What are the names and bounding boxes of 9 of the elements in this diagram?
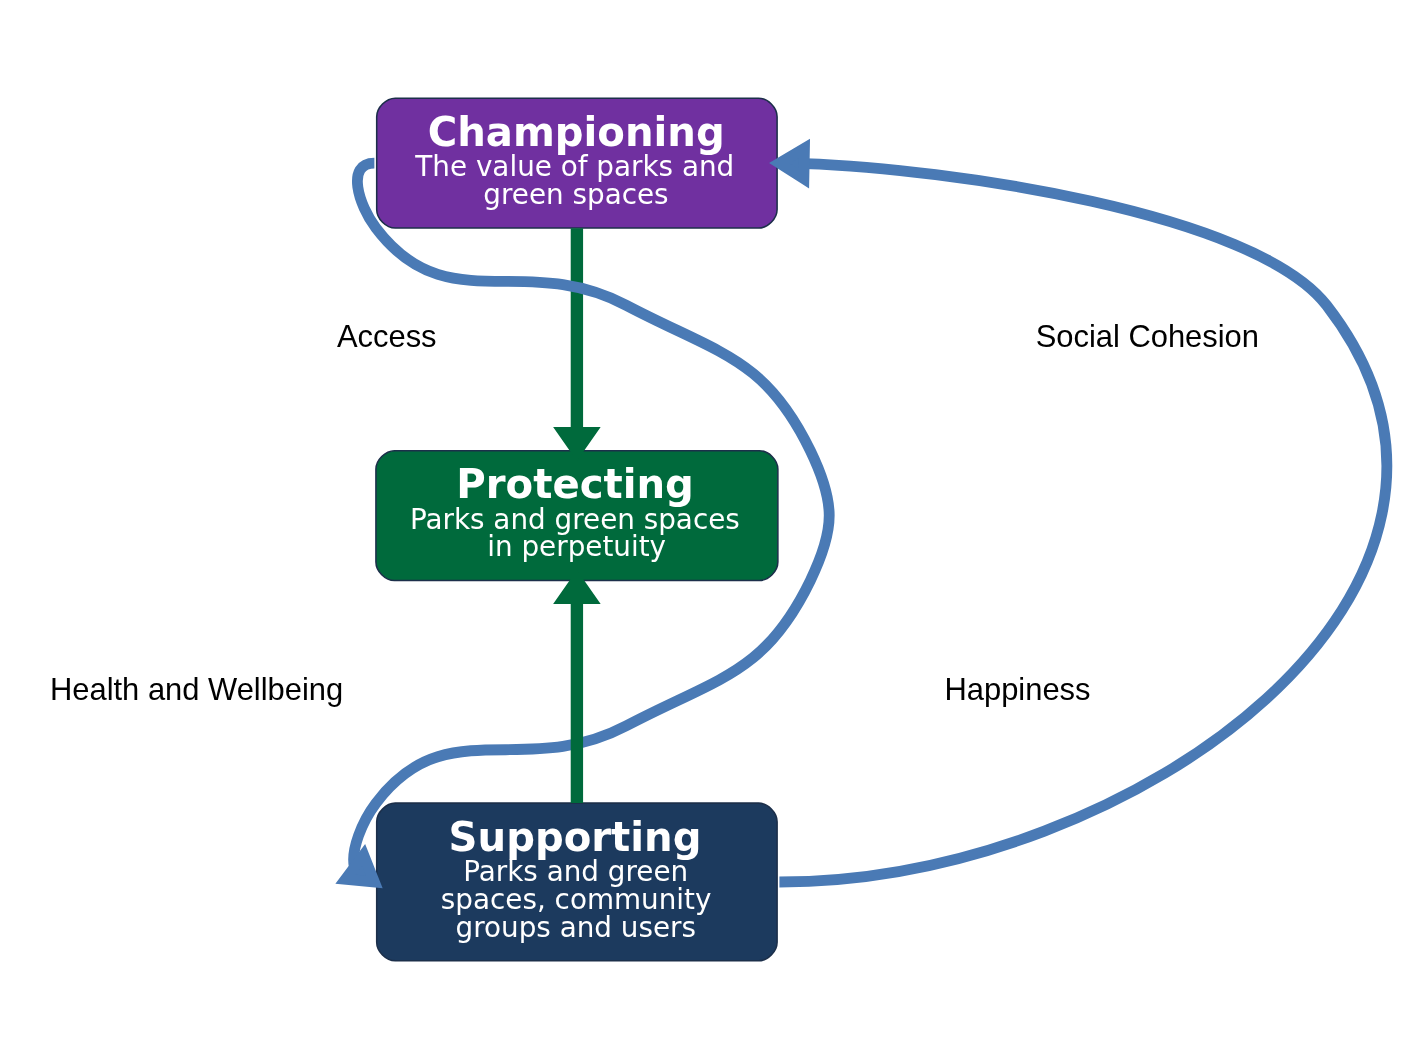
label: Happiness [944,671,1091,707]
label: Health and Wellbeing [49,671,344,707]
node-box: Championing The value of parks and green spaces [375,97,778,229]
arrow [335,158,835,889]
node-box: Protecting Parks and green spaces in perpetuity [375,449,779,582]
label: Social Cohesion [1035,319,1260,355]
node-box: Supporting Parks and green spaces, community groups and users [375,802,778,962]
arrow [769,138,1391,888]
label: Access [336,319,437,355]
